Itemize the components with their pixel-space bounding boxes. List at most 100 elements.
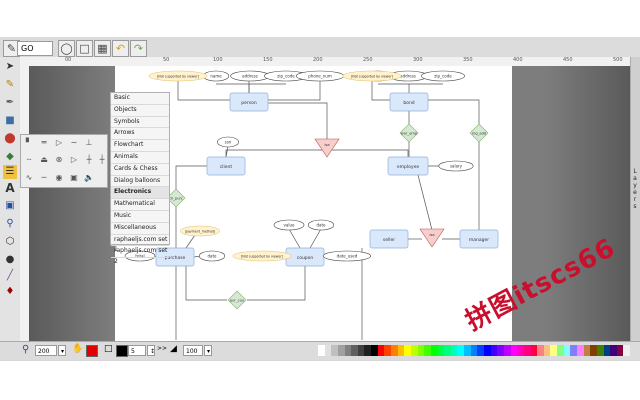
pencil-tool-icon[interactable]: ✒ — [5, 97, 15, 108]
group-icon[interactable]: □ — [76, 40, 93, 57]
palette-swatch[interactable] — [371, 345, 378, 356]
stroke-width-input[interactable]: 5 — [128, 345, 146, 356]
pipe-tool-icon[interactable]: ● — [5, 254, 15, 265]
palette-swatch[interactable] — [616, 345, 624, 356]
polygon-tool-icon[interactable]: ◆ — [6, 151, 14, 162]
palette-swatch[interactable] — [563, 345, 571, 356]
palette-swatch[interactable] — [457, 345, 465, 356]
menu-item-dialog-balloons[interactable]: Dialog balloons — [111, 176, 169, 188]
resistor-shape-icon[interactable]: ▘ — [25, 138, 33, 147]
palette-swatch[interactable] — [623, 345, 631, 356]
palette-swatch[interactable] — [437, 345, 445, 356]
palette-swatch[interactable] — [470, 345, 478, 356]
palette-swatch[interactable] — [324, 345, 332, 356]
palette-swatch[interactable] — [497, 345, 504, 356]
palette-swatch[interactable] — [576, 345, 584, 356]
stroke-width-spinner[interactable]: ↕ — [147, 345, 155, 356]
palette-swatch[interactable] — [450, 345, 458, 356]
junction-shape-icon[interactable]: ┼ — [86, 155, 92, 164]
palette-swatch[interactable] — [357, 345, 365, 356]
palette-swatch[interactable] — [477, 345, 485, 356]
palette-swatch[interactable] — [397, 345, 405, 356]
diode-shape-icon[interactable]: ▷ — [55, 138, 63, 147]
layers-panel-toggle[interactable] — [630, 57, 640, 358]
color-palette[interactable] — [318, 345, 631, 356]
context-select[interactable]: GO — [17, 41, 53, 56]
speaker-shape-icon[interactable]: 🔈 — [84, 173, 94, 182]
drawing-canvas[interactable] — [115, 66, 512, 342]
menu-item-raphael-set-2[interactable]: raphaeljs.com set 2 — [111, 246, 169, 265]
zoom-tool-icon[interactable]: ⚲ — [6, 218, 14, 229]
fuse-shape-icon[interactable]: ▣ — [70, 173, 78, 182]
palette-swatch[interactable] — [517, 345, 524, 356]
palette-swatch[interactable] — [537, 345, 544, 356]
ellipse-tool-icon[interactable]: ⬤ — [4, 133, 16, 144]
palette-swatch[interactable] — [344, 345, 352, 356]
palette-swatch[interactable] — [391, 345, 398, 356]
palette-swatch[interactable] — [610, 345, 617, 356]
palette-swatch[interactable] — [510, 345, 518, 356]
menu-item-mathematical[interactable]: Mathematical — [111, 199, 169, 211]
hexagon-tool-icon[interactable]: ⬡ — [5, 236, 15, 247]
menu-item-music[interactable]: Music — [111, 211, 169, 223]
zoom-dropdown[interactable]: ▾ — [58, 345, 66, 356]
palette-swatch[interactable] — [364, 345, 372, 356]
stroke-color-swatch[interactable] — [116, 345, 128, 357]
palette-swatch[interactable] — [503, 345, 511, 356]
palette-swatch[interactable] — [523, 345, 531, 356]
ground-shape-icon[interactable]: ⏏ — [40, 155, 48, 164]
line-tool-icon[interactable]: ╱ — [6, 270, 14, 281]
rectangle-tool-icon[interactable]: ■ — [5, 115, 15, 126]
pen-tool-icon[interactable]: ✎ — [5, 79, 15, 90]
zoom-input[interactable]: 200 — [35, 345, 57, 356]
wire-shape-icon[interactable]: ─ — [41, 173, 47, 182]
menu-item-cards-chess[interactable]: Cards & Chess — [111, 164, 169, 176]
palette-swatch[interactable] — [417, 345, 425, 356]
menu-item-electronics[interactable]: Electronics — [111, 187, 169, 200]
fill-color-swatch[interactable] — [86, 345, 98, 357]
image-tool-icon[interactable]: ▣ — [5, 200, 15, 211]
palette-swatch[interactable] — [337, 345, 345, 356]
stroke-style-icon[interactable]: >> — [157, 345, 168, 352]
menu-item-raphael-set-1[interactable]: raphaeljs.com set 1 — [111, 235, 169, 253]
menu-item-objects[interactable]: Objects — [111, 105, 169, 117]
menu-item-animals[interactable]: Animals — [111, 152, 169, 164]
capacitor-shape-icon[interactable]: ═ — [41, 138, 47, 147]
palette-swatch[interactable] — [377, 345, 385, 356]
lamp-shape-icon[interactable]: ⊗ — [55, 155, 63, 164]
palette-swatch[interactable] — [490, 345, 498, 356]
palette-swatch[interactable] — [351, 345, 358, 356]
menu-item-miscellaneous[interactable]: Miscellaneous — [111, 223, 169, 235]
palette-swatch[interactable] — [543, 345, 551, 356]
palette-swatch[interactable] — [570, 345, 577, 356]
diamond-tool-icon[interactable]: ♦ — [5, 286, 15, 297]
ungroup-icon[interactable]: ▦ — [94, 40, 111, 57]
palette-swatch[interactable] — [404, 345, 411, 356]
palette-swatch[interactable] — [484, 345, 491, 356]
select-parent-icon[interactable]: ◯ — [58, 40, 75, 57]
menu-item-symbols[interactable]: Symbols — [111, 117, 169, 129]
inductor-shape-icon[interactable]: ∼ — [70, 138, 78, 147]
transistor-shape-icon[interactable]: ▷ — [70, 155, 78, 164]
battery-shape-icon[interactable]: ┄ — [26, 155, 32, 164]
redo-icon[interactable]: ↷ — [130, 40, 147, 57]
palette-swatch[interactable] — [318, 345, 325, 356]
palette-swatch[interactable] — [331, 345, 338, 356]
menu-item-arrows[interactable]: Arrows — [111, 128, 169, 141]
shapes-tool-icon[interactable]: ☰ — [3, 165, 17, 179]
palette-swatch[interactable] — [603, 345, 611, 356]
pointer-tool-icon[interactable]: ➤ — [5, 61, 15, 72]
palette-swatch[interactable] — [444, 345, 451, 356]
palette-swatch[interactable] — [410, 345, 418, 356]
opacity-input[interactable]: 100 — [183, 345, 203, 356]
palette-swatch[interactable] — [583, 345, 591, 356]
undo-icon[interactable]: ↶ — [112, 40, 129, 57]
cross-shape-icon[interactable]: ┼ — [99, 155, 105, 164]
palette-swatch[interactable] — [464, 345, 471, 356]
palette-swatch[interactable] — [596, 345, 604, 356]
palette-swatch[interactable] — [424, 345, 431, 356]
menu-item-basic[interactable]: Basic — [111, 93, 169, 105]
palette-swatch[interactable] — [384, 345, 392, 356]
text-tool-icon[interactable]: A — [5, 181, 15, 195]
ac-source-shape-icon[interactable]: ∿ — [25, 173, 33, 182]
